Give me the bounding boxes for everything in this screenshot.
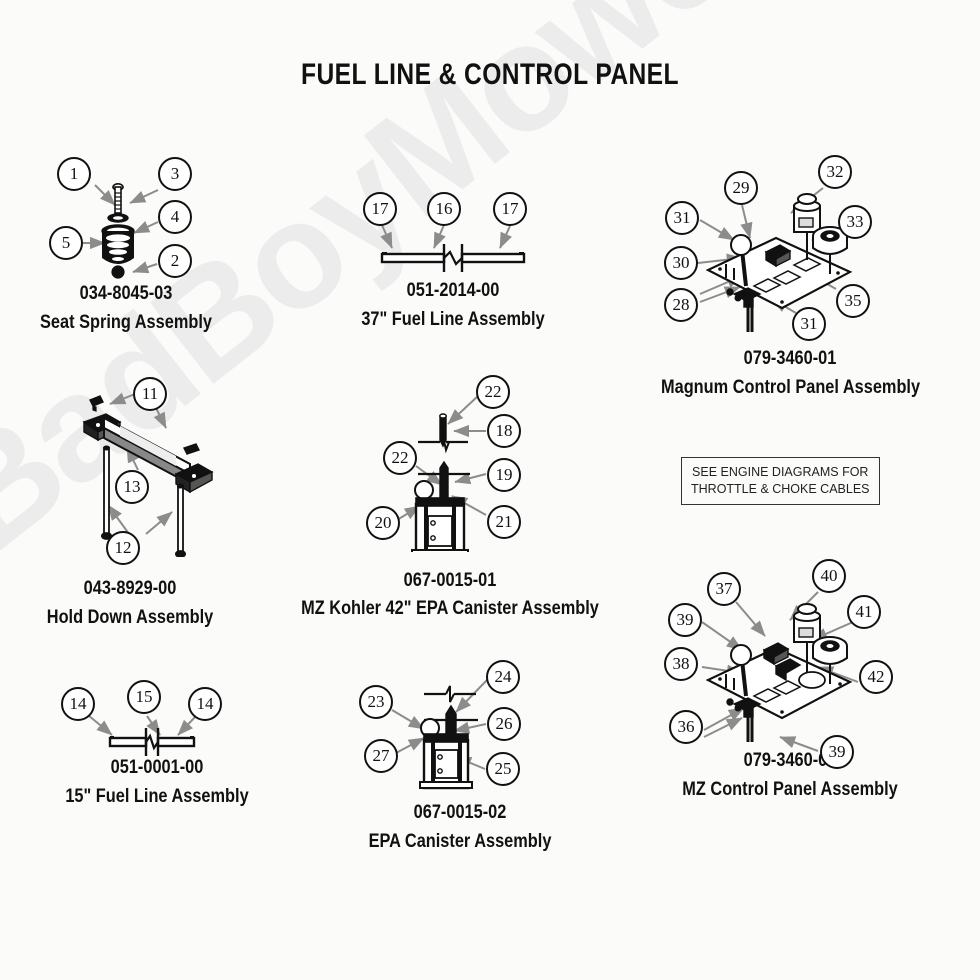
note-line-1: SEE ENGINE DIAGRAMS FOR [692,465,869,479]
callout-18[interactable]: 18 [487,414,521,448]
hold-down-art [80,392,220,562]
mz-control-panel-art [690,600,870,755]
callout-11[interactable]: 11 [133,377,167,411]
note-line-2: THROTTLE & CHOKE CABLES [691,481,870,496]
callout-16[interactable]: 16 [427,192,461,226]
callout-39-upper[interactable]: 39 [668,603,702,637]
callout-31-upper[interactable]: 31 [665,201,699,235]
callout-17-left[interactable]: 17 [363,192,397,226]
callout-32[interactable]: 32 [818,155,852,189]
callout-19[interactable]: 19 [487,458,521,492]
mz-kohler-canister-part-number: 067-0015-01 [403,570,497,591]
callout-14-left[interactable]: 14 [61,687,95,721]
seat-spring-art [96,182,156,287]
fuel-line-15-name: 15" Fuel Line Assembly [65,786,249,807]
callout-30[interactable]: 30 [664,246,698,280]
callout-20[interactable]: 20 [366,506,400,540]
callout-39-lower[interactable]: 39 [820,735,854,769]
callout-15[interactable]: 15 [127,680,161,714]
callout-23[interactable]: 23 [359,685,393,719]
callout-12[interactable]: 12 [106,531,140,565]
callout-22-top[interactable]: 22 [476,375,510,409]
epa-canister-name: EPA Canister Assembly [368,831,552,852]
callout-14-right[interactable]: 14 [188,687,222,721]
callout-27[interactable]: 27 [364,739,398,773]
callout-26[interactable]: 26 [487,707,521,741]
callout-4[interactable]: 4 [158,200,192,234]
fuel-line-37-name: 37" Fuel Line Assembly [361,309,545,330]
callout-40[interactable]: 40 [812,559,846,593]
mz-kohler-canister-art [398,412,488,558]
magnum-control-panel-name: Magnum Control Panel Assembly [661,377,921,398]
mz-control-panel-part-number: 079-3460-02 [743,750,837,771]
epa-canister-part-number: 067-0015-02 [413,802,507,823]
callout-42[interactable]: 42 [859,660,893,694]
callout-29[interactable]: 29 [724,171,758,205]
callout-35[interactable]: 35 [836,284,870,318]
magnum-control-panel-part-number: 079-3460-01 [743,348,837,369]
callout-28[interactable]: 28 [664,288,698,322]
seat-spring-name: Seat Spring Assembly [40,312,212,333]
callout-21[interactable]: 21 [487,505,521,539]
fuel-line-37-part-number: 051-2014-00 [406,280,500,301]
callout-24[interactable]: 24 [486,660,520,694]
callout-22-left[interactable]: 22 [383,441,417,475]
callout-31-lower[interactable]: 31 [792,307,826,341]
callout-38[interactable]: 38 [664,647,698,681]
callout-3[interactable]: 3 [158,157,192,191]
mz-control-panel-name: MZ Control Panel Assembly [682,779,898,800]
callout-17-right[interactable]: 17 [493,192,527,226]
callout-33[interactable]: 33 [838,205,872,239]
callout-5[interactable]: 5 [49,226,83,260]
hold-down-name: Hold Down Assembly [46,607,214,628]
seat-spring-part-number: 034-8045-03 [79,283,173,304]
mz-kohler-canister-name: MZ Kohler 42" EPA Canister Assembly [301,598,599,619]
hold-down-part-number: 043-8929-00 [83,578,177,599]
fuel-line-37-art [368,238,538,281]
callout-1[interactable]: 1 [57,157,91,191]
callout-41[interactable]: 41 [847,595,881,629]
engine-diagram-note: SEE ENGINE DIAGRAMS FOR THROTTLE & CHOKE… [681,457,880,505]
page-title: FUEL LINE & CONTROL PANEL [301,58,679,91]
epa-canister-art [410,672,500,797]
fuel-line-15-art [104,722,214,765]
callout-36[interactable]: 36 [669,710,703,744]
callout-37[interactable]: 37 [707,572,741,606]
fuel-line-15-part-number: 051-0001-00 [110,757,204,778]
callout-2[interactable]: 2 [158,244,192,278]
callout-25[interactable]: 25 [486,752,520,786]
callout-13[interactable]: 13 [115,470,149,504]
